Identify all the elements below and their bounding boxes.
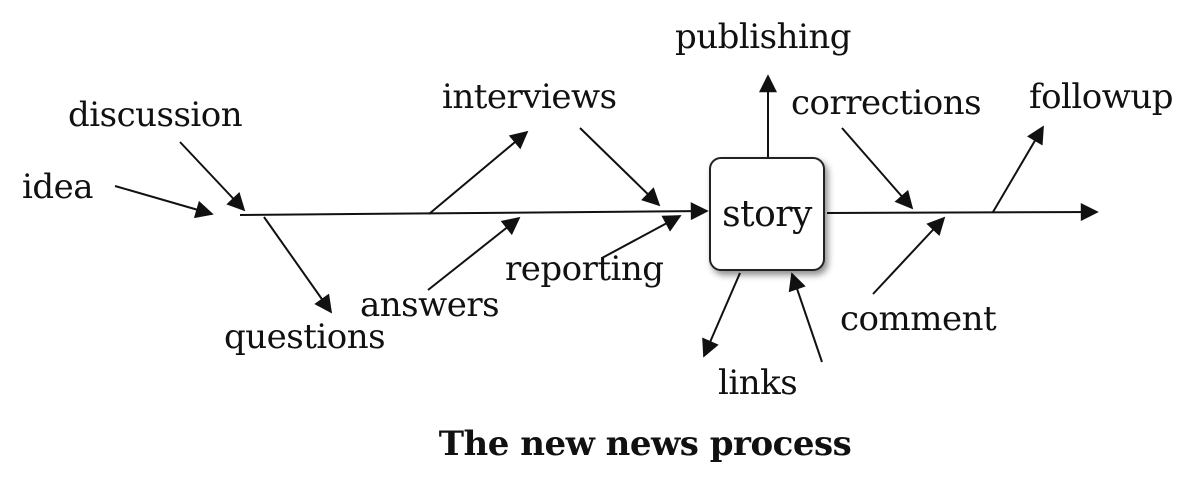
label-interviews: interviews bbox=[442, 77, 617, 117]
arrow-idea bbox=[114, 185, 214, 219]
label-idea: idea bbox=[22, 167, 94, 207]
story-node: story bbox=[709, 157, 825, 271]
arrow-reporting bbox=[601, 215, 682, 259]
label-comment: comment bbox=[840, 299, 997, 339]
arrow-links-out bbox=[702, 272, 741, 358]
label-answers: answers bbox=[360, 285, 500, 325]
arrow-links-in bbox=[788, 272, 823, 363]
label-links: links bbox=[718, 363, 798, 403]
story-node-label: story bbox=[722, 193, 812, 235]
arrow-comment bbox=[872, 216, 946, 295]
arrow-discussion bbox=[179, 141, 246, 212]
arrow-interviews-in bbox=[579, 127, 661, 207]
arrow-interviews-out bbox=[428, 130, 529, 215]
arrow-answers bbox=[427, 216, 521, 291]
diagram-title: The new news process bbox=[438, 424, 852, 464]
label-questions: questions bbox=[224, 317, 386, 357]
arrow-followup bbox=[992, 125, 1044, 213]
spine-line-left bbox=[239, 202, 709, 221]
label-corrections: corrections bbox=[791, 83, 982, 123]
arrow-questions bbox=[263, 216, 333, 314]
label-reporting: reporting bbox=[505, 249, 664, 289]
label-discussion: discussion bbox=[68, 95, 243, 135]
arrow-corrections bbox=[841, 127, 914, 210]
label-followup: followup bbox=[1029, 77, 1174, 117]
spine-line-right bbox=[826, 203, 1099, 222]
label-publishing: publishing bbox=[675, 17, 852, 57]
